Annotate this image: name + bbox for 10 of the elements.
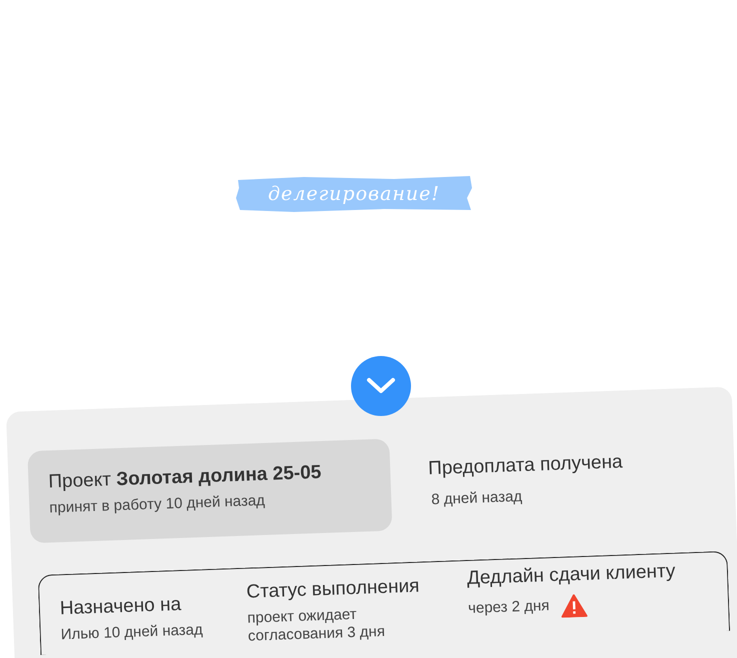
deadline-text: через 2 дня <box>468 596 550 619</box>
deadline-title: Дедлайн сдачи клиенту <box>466 560 677 591</box>
details-panel <box>38 550 730 655</box>
progress-text: проект ожидает согласования 3 дня <box>247 604 386 647</box>
status-time: 8 дней назад <box>431 488 522 510</box>
progress-title: Статус выполнения <box>246 574 421 605</box>
assignee-text: Илью 10 дней назад <box>60 620 204 645</box>
assignee-title: Назначено на <box>60 593 182 622</box>
status-title: Предоплата получена <box>428 450 624 482</box>
highlight-band: делегирование! <box>234 174 474 214</box>
